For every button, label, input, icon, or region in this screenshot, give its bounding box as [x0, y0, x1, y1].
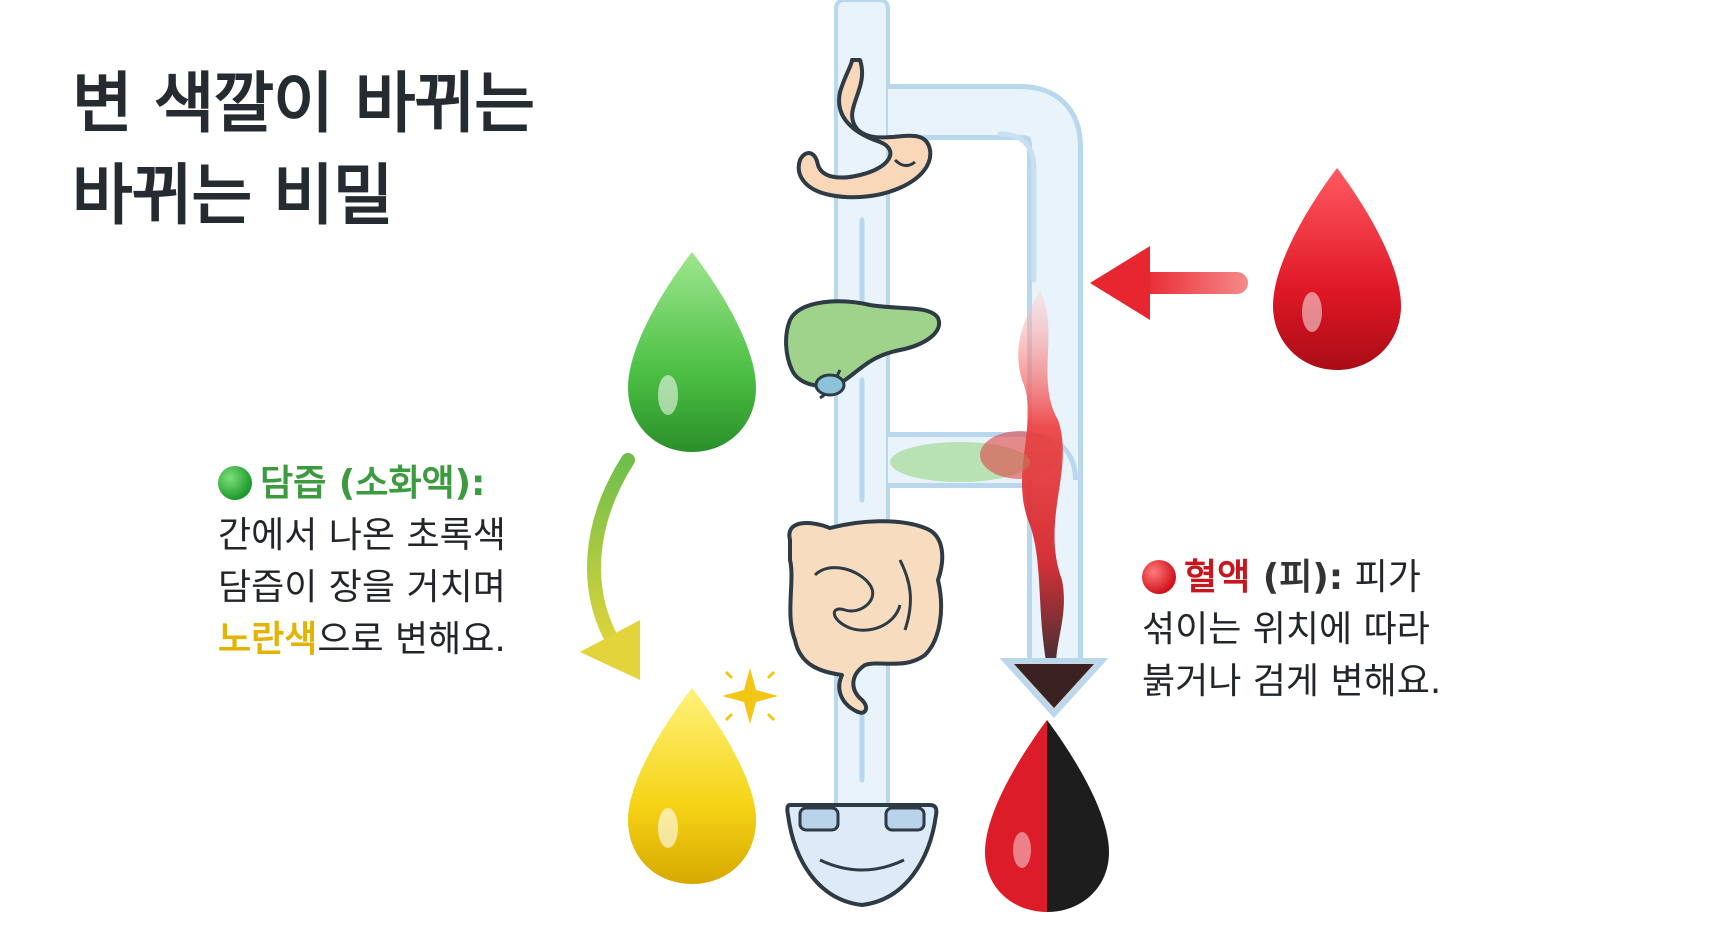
blood-line-1-rest: 피가 [1343, 557, 1421, 598]
blood-line-3: 붉거나 검게 변해요. [1142, 661, 1442, 702]
bile-line-2: 담즙이 장을 거치며 [218, 567, 506, 608]
bile-highlight: 노란색 [218, 619, 318, 660]
bile-line-3: 노란색으로 변해요. [218, 614, 506, 666]
stomach-icon [796, 58, 933, 200]
title-line-1: 변 색깔이 바뀌는 [72, 65, 535, 142]
blood-heading-red: 혈액 [1184, 557, 1251, 598]
blood-line-2: 섞이는 위치에 따라 [1142, 609, 1430, 650]
sparkle-icon [722, 668, 778, 724]
green-to-yellow-arrow-icon [580, 453, 640, 680]
green-dot-icon [218, 466, 252, 500]
red-dot-icon [1142, 560, 1176, 594]
red-left-arrow-icon [1090, 246, 1248, 320]
diaper-icon [785, 803, 939, 907]
red-drop-icon [1273, 168, 1401, 370]
green-drop-icon [628, 252, 756, 452]
branch-tube [888, 84, 1083, 680]
blood-heading-row: 혈액 (피): 피가 [1142, 552, 1441, 604]
bile-heading: 담즙 (소화액): [260, 463, 486, 504]
blood-heading-rest: (피): [1250, 557, 1344, 598]
page-title: 변 색깔이 바뀌는 바뀌는 비밀 [72, 58, 535, 242]
flow-down-arrow-icon [999, 658, 1109, 718]
bile-heading-row: 담즙 (소화액): [218, 458, 506, 510]
title-line-2: 바뀌는 비밀 [72, 157, 394, 234]
yellow-drop-icon [628, 688, 756, 884]
red-black-drop-icon [985, 720, 1109, 912]
intestine-icon [787, 519, 945, 715]
liver-icon [784, 299, 942, 400]
blood-description: 혈액 (피): 피가 섞이는 위치에 따라 붉거나 검게 변해요. [1142, 552, 1441, 708]
bile-line-3-rest: 으로 변해요. [317, 619, 506, 660]
bile-line-1: 간에서 나온 초록색 [218, 515, 506, 556]
bile-description: 담즙 (소화액): 간에서 나온 초록색 담즙이 장을 거치며 노란색으로 변해… [218, 458, 506, 666]
